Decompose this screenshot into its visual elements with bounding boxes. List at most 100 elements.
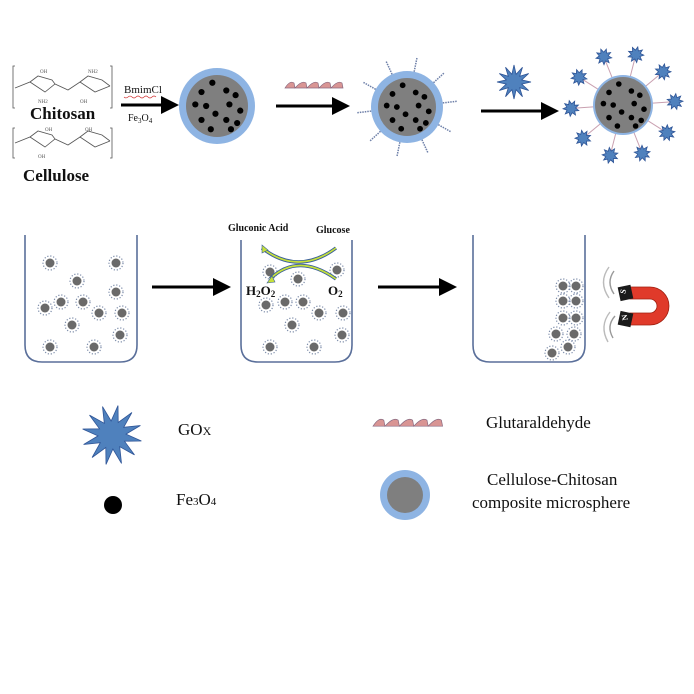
particle-halo xyxy=(112,327,128,343)
particle-core xyxy=(298,297,308,307)
spellcheck-underline-icon xyxy=(123,95,157,99)
gox-star xyxy=(633,144,652,162)
h2o2-label: H2O2 xyxy=(246,283,276,300)
gox-star xyxy=(573,129,592,148)
linker-chain xyxy=(437,124,451,133)
particle-halo xyxy=(568,310,584,326)
fe3o4-particle xyxy=(641,106,647,112)
fe3o4-particle xyxy=(192,101,199,108)
fe3o4-particle xyxy=(207,126,214,133)
particle-halo xyxy=(548,326,564,342)
particle-halo xyxy=(284,317,300,333)
fe3o4-particle xyxy=(398,125,405,132)
reaction-cycle-arrows xyxy=(260,244,338,284)
gox-star xyxy=(658,123,676,142)
particle-core xyxy=(265,267,275,277)
particle-halo xyxy=(290,271,306,287)
particle-core xyxy=(558,313,568,323)
fe3o4-particle xyxy=(610,102,616,108)
legend-glutaraldehyde-label: Glutaraldehyde xyxy=(486,413,591,432)
fe3o4-particle xyxy=(223,87,230,94)
fe3o4-particle xyxy=(415,102,422,109)
legend-fe3o4-label: Fe3O4 xyxy=(176,490,217,509)
particle-halo xyxy=(566,326,582,342)
particle-core xyxy=(563,342,573,352)
beaker-separated xyxy=(472,235,586,363)
linker-chain xyxy=(650,101,671,104)
linker-chain xyxy=(433,72,445,84)
particle-halo xyxy=(75,294,91,310)
particle-halo xyxy=(108,284,124,300)
particle-core xyxy=(558,296,568,306)
particle-core xyxy=(56,297,66,307)
svg-text:OH: OH xyxy=(80,100,88,105)
particle-halo xyxy=(544,345,560,361)
linker-chain xyxy=(632,130,642,150)
particle-halo xyxy=(69,273,85,289)
linker-chain xyxy=(582,78,600,91)
linker-chain xyxy=(604,60,614,80)
svg-text:OH: OH xyxy=(38,155,46,160)
dispersed-particles xyxy=(37,255,130,355)
particle-halo xyxy=(42,339,58,355)
gox-star xyxy=(666,92,684,111)
particle-halo xyxy=(91,305,107,321)
fe3o4-particle xyxy=(425,108,432,115)
cellulose-label: Cellulose xyxy=(23,166,90,185)
linker-chain xyxy=(442,100,457,104)
beaker-reaction xyxy=(240,240,353,363)
collected-particles xyxy=(544,278,584,361)
fe3o4-particle xyxy=(637,92,643,98)
chitosan-structure-icon: OH NH2 NH2 OH xyxy=(12,65,113,109)
beaker-dispersed xyxy=(24,235,138,363)
particle-core xyxy=(571,313,581,323)
crosslinked-microsphere xyxy=(357,57,457,157)
particle-core xyxy=(558,281,568,291)
fe3o4-particle xyxy=(212,110,219,117)
legend-fe3o4-icon xyxy=(104,496,122,514)
o2-label: O2 xyxy=(328,283,343,300)
particle-halo xyxy=(334,327,350,343)
fe3o4-particle xyxy=(422,120,429,126)
fe3o4-particle xyxy=(223,116,230,124)
particle-core xyxy=(72,276,82,286)
gox-star xyxy=(82,405,142,465)
linker-chain xyxy=(575,106,596,109)
fe3o4-particle xyxy=(203,102,210,110)
fe3o4-particle xyxy=(234,119,241,127)
linker-chain xyxy=(357,110,372,114)
particle-halo xyxy=(560,339,576,355)
particle-halo xyxy=(86,339,102,355)
gox-enzyme-icon xyxy=(496,64,532,100)
fe3o4-particle xyxy=(421,93,428,100)
linker-chain xyxy=(585,122,602,137)
particle-halo xyxy=(555,293,571,309)
particle-core xyxy=(89,342,99,352)
fe3o4-particle xyxy=(606,114,612,121)
fe3o4-particle xyxy=(209,79,216,86)
particle-halo xyxy=(555,278,571,294)
svg-text:NH2: NH2 xyxy=(38,100,48,105)
particle-halo xyxy=(64,317,80,333)
fe3o4-particle xyxy=(232,92,239,99)
fe3o4-particle xyxy=(226,101,233,108)
particle-core xyxy=(265,342,275,352)
linker-chain xyxy=(610,132,617,152)
linker-chain xyxy=(363,81,377,90)
legend-gox-label: GOX xyxy=(178,420,212,439)
particle-core xyxy=(117,308,127,318)
gox-star xyxy=(570,68,588,87)
particle-core xyxy=(280,297,290,307)
fe3o4-particle xyxy=(616,81,622,87)
particle-core xyxy=(45,258,55,268)
particle-halo xyxy=(555,310,571,326)
fe3o4-particle xyxy=(399,82,406,89)
linker-chain xyxy=(421,139,429,153)
particle-core xyxy=(337,330,347,340)
fe3o4-particle xyxy=(198,116,205,124)
fe3o4-particle xyxy=(631,100,637,107)
fe3o4-particle xyxy=(606,89,612,96)
particle-halo xyxy=(262,339,278,355)
particle-core xyxy=(111,258,121,268)
fe3o4-particle xyxy=(628,114,635,121)
